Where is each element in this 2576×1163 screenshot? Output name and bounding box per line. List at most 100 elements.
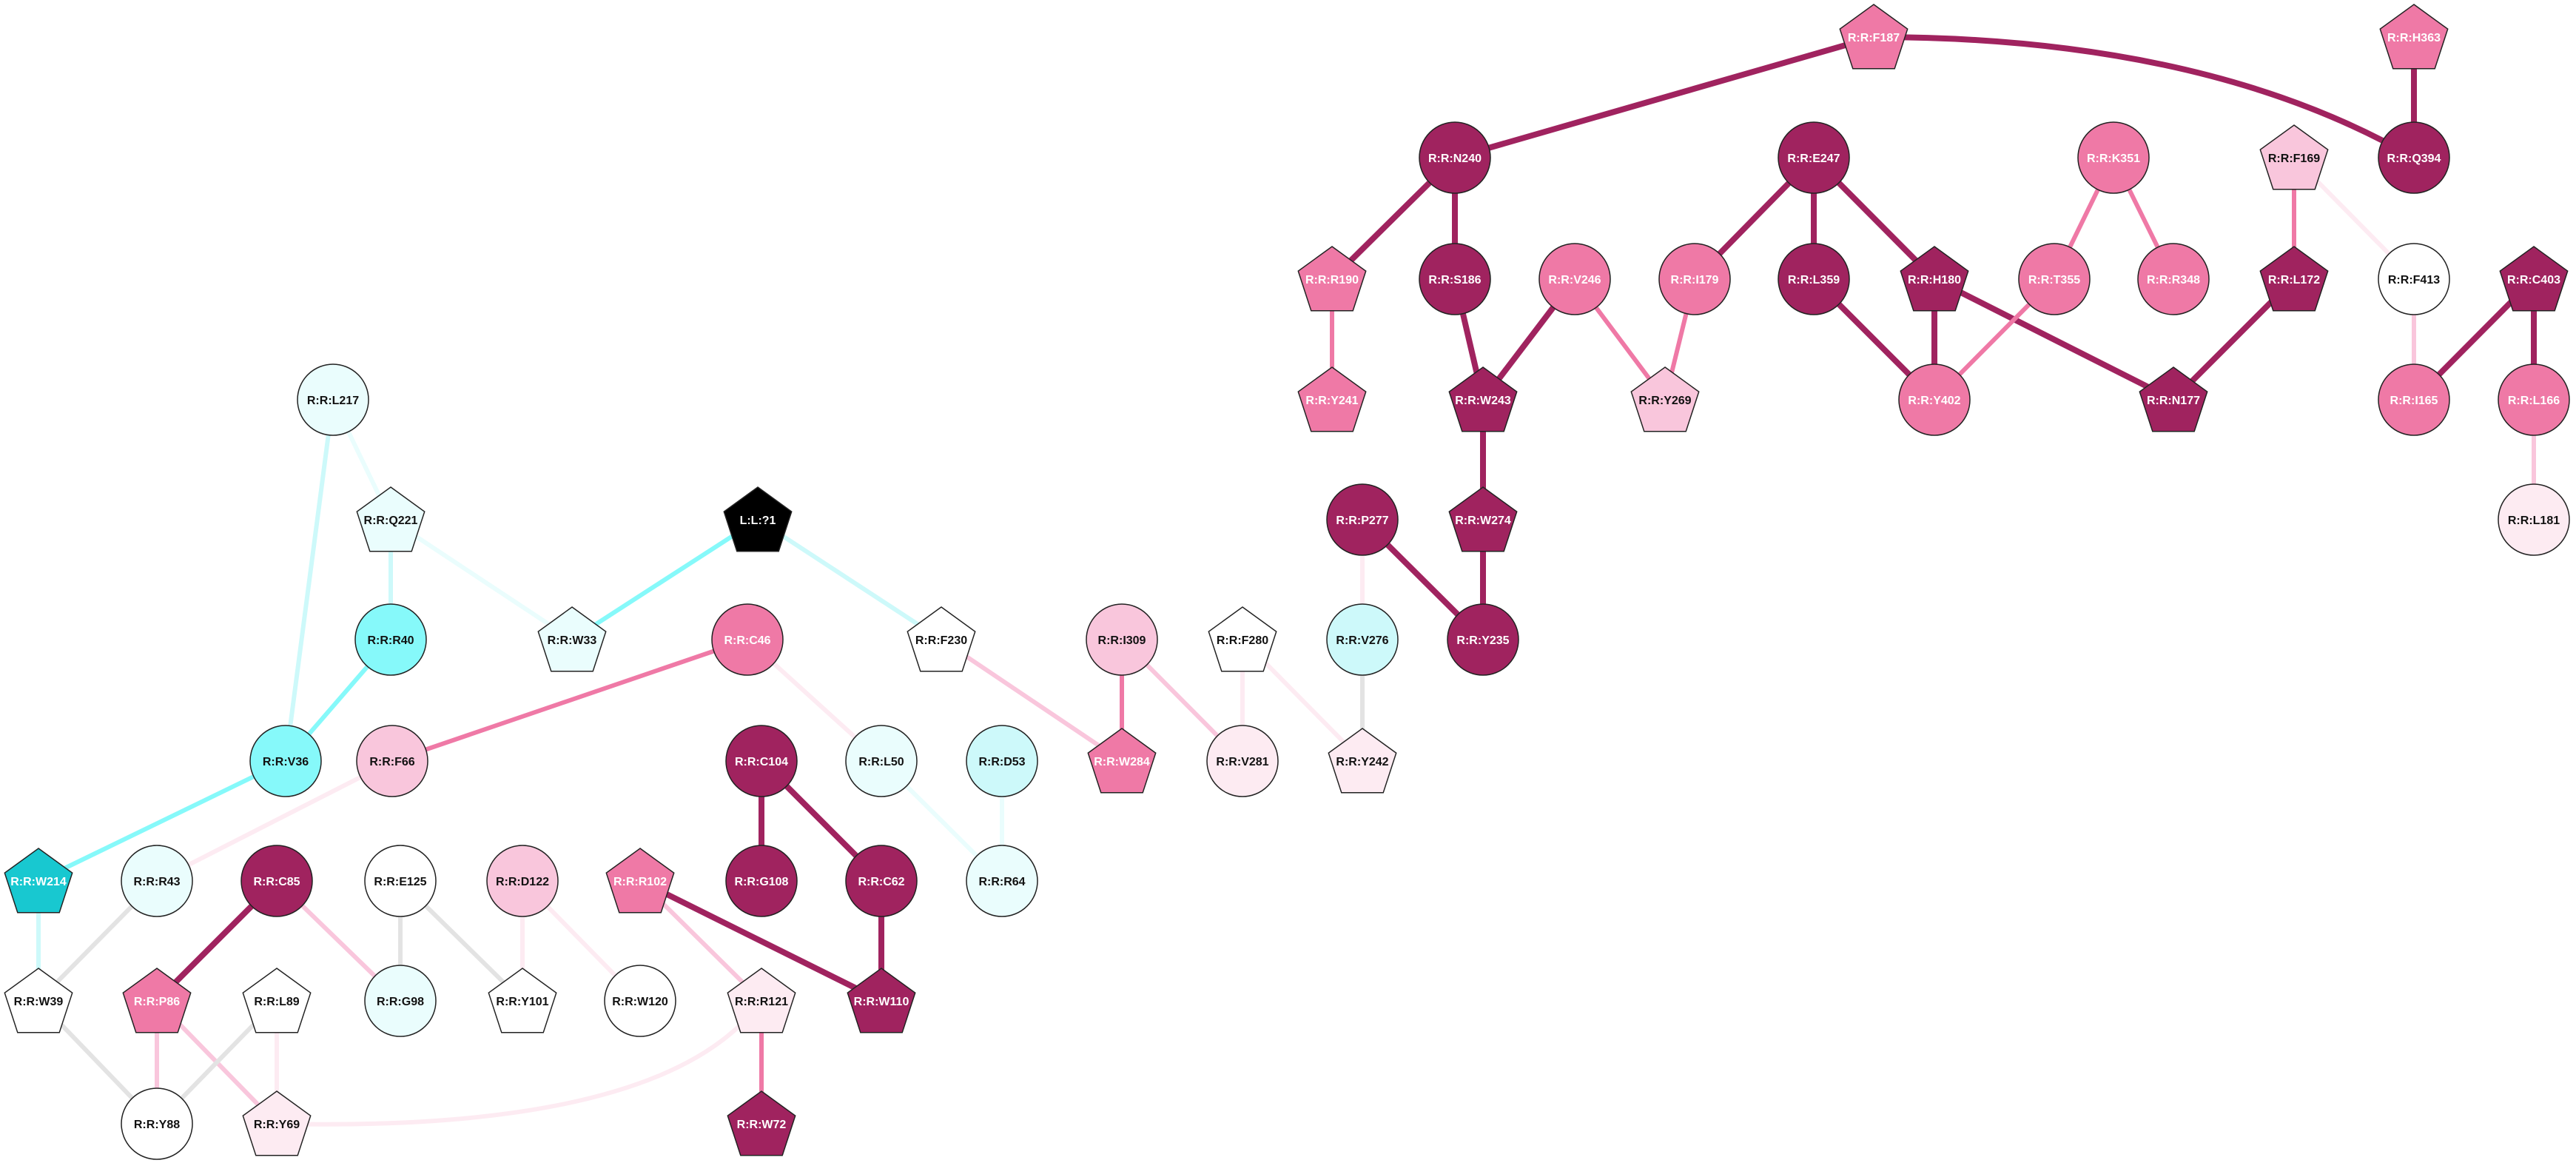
- node-r-r-y269: R:R:Y269: [1630, 366, 1700, 432]
- node-r-r-r121: R:R:R121: [727, 968, 796, 1033]
- node-label: R:R:W274: [1455, 515, 1511, 527]
- node-label: R:R:C62: [858, 876, 904, 888]
- circle-icon: [364, 965, 437, 1037]
- edge-l-l-1-to-r-r-w33: [571, 517, 759, 642]
- node-label: R:R:Q221: [364, 515, 418, 527]
- node-r-r-y69: R:R:Y69: [242, 1090, 312, 1156]
- circle-icon: [2378, 363, 2450, 436]
- node-label: R:R:Y88: [134, 1119, 180, 1131]
- pentagon-icon: [4, 968, 73, 1033]
- node-r-r-p277: R:R:P277: [1326, 483, 1399, 556]
- pentagon-icon: [723, 486, 793, 552]
- pentagon-icon: [242, 968, 312, 1033]
- edge-r-r-c46-to-r-r-f66: [391, 637, 748, 763]
- circle-icon: [2378, 243, 2450, 315]
- node-r-r-v36: R:R:V36: [249, 725, 322, 797]
- circle-icon: [364, 845, 437, 917]
- pentagon-icon: [1208, 606, 1277, 672]
- node-r-r-w214: R:R:W214: [4, 848, 73, 914]
- node-r-r-l50: R:R:L50: [845, 725, 918, 797]
- circle-icon: [1447, 603, 1519, 676]
- node-r-r-w110: R:R:W110: [847, 968, 916, 1033]
- circle-icon: [356, 725, 428, 797]
- node-label: R:R:F413: [2388, 274, 2440, 286]
- node-label: R:R:G108: [735, 876, 789, 888]
- edge-r-r-h180-to-r-r-n177: [1933, 276, 2175, 403]
- node-r-r-f66: R:R:F66: [356, 725, 428, 797]
- node-r-r-l181: R:R:L181: [2498, 483, 2570, 556]
- node-label: R:R:F169: [2268, 153, 2320, 165]
- node-label: R:R:W39: [14, 996, 64, 1008]
- node-label: R:R:C403: [2507, 274, 2560, 286]
- node-r-r-d53: R:R:D53: [966, 725, 1038, 797]
- node-r-r-c46: R:R:C46: [711, 603, 784, 676]
- node-label: R:R:Q394: [2387, 153, 2441, 165]
- circle-icon: [725, 845, 798, 917]
- pentagon-icon: [1900, 246, 1969, 312]
- circle-icon: [2137, 243, 2210, 315]
- node-label: R:R:R40: [367, 634, 414, 647]
- pentagon-icon: [2259, 246, 2329, 312]
- node-r-r-f413: R:R:F413: [2378, 243, 2450, 315]
- node-label: R:R:L166: [2508, 395, 2560, 407]
- circle-icon: [711, 603, 784, 676]
- node-label: R:R:Y101: [496, 996, 548, 1008]
- edge-r-r-f187-to-r-r-n240: [1453, 34, 1875, 161]
- node-label: R:R:Y69: [254, 1119, 300, 1131]
- node-label: R:R:Y242: [1336, 756, 1388, 768]
- circle-icon: [2018, 243, 2091, 315]
- node-label: R:R:R43: [133, 876, 180, 888]
- node-label: R:R:F66: [369, 756, 414, 768]
- node-r-r-e247: R:R:E247: [1778, 121, 1850, 194]
- pentagon-icon: [1297, 246, 1367, 312]
- node-r-r-r348: R:R:R348: [2137, 243, 2210, 315]
- node-label: R:R:W120: [612, 996, 668, 1008]
- circle-icon: [725, 725, 798, 797]
- node-r-r-l89: R:R:L89: [242, 968, 312, 1033]
- circle-icon: [1326, 483, 1399, 556]
- node-r-r-t355: R:R:T355: [2018, 243, 2091, 315]
- node-label: R:R:L359: [1788, 274, 1840, 286]
- pentagon-icon: [537, 606, 607, 672]
- node-r-r-y402: R:R:Y402: [1898, 363, 1971, 436]
- node-r-r-c62: R:R:C62: [845, 845, 918, 917]
- node-label: R:R:F187: [1848, 32, 1900, 44]
- node-label: R:R:Y241: [1305, 395, 1358, 407]
- pentagon-icon: [2379, 4, 2449, 70]
- node-r-r-i309: R:R:I309: [1086, 603, 1158, 676]
- node-r-r-w243: R:R:W243: [1448, 366, 1518, 432]
- pentagon-icon: [1448, 486, 1518, 552]
- node-r-r-p86: R:R:P86: [122, 968, 192, 1033]
- circle-icon: [604, 965, 676, 1037]
- pentagon-icon: [242, 1090, 312, 1156]
- node-label: R:R:N177: [2147, 395, 2200, 407]
- circle-icon: [845, 845, 918, 917]
- circle-icon: [2378, 121, 2450, 194]
- node-r-r-y235: R:R:Y235: [1447, 603, 1519, 676]
- circle-icon: [1206, 725, 1279, 797]
- node-label: R:R:F280: [1217, 634, 1268, 647]
- node-r-r-l359: R:R:L359: [1778, 243, 1850, 315]
- pentagon-icon: [2139, 366, 2208, 432]
- pentagon-icon: [847, 968, 916, 1033]
- node-label: R:R:L89: [254, 996, 299, 1008]
- node-r-r-i165: R:R:I165: [2378, 363, 2450, 436]
- node-r-r-v281: R:R:V281: [1206, 725, 1279, 797]
- pentagon-icon: [1328, 728, 1397, 794]
- node-label: R:R:G98: [377, 996, 424, 1008]
- node-label: R:R:V281: [1216, 756, 1268, 768]
- edge-r-r-f187-to-r-r-q394: [1873, 34, 2416, 161]
- node-label: R:R:N240: [1428, 153, 1482, 165]
- node-label: R:R:Y235: [1456, 634, 1509, 647]
- node-r-r-s186: R:R:S186: [1419, 243, 1491, 315]
- circle-icon: [249, 725, 322, 797]
- node-r-r-r102: R:R:R102: [605, 848, 675, 914]
- node-label: L:L:?1: [740, 515, 776, 527]
- node-r-r-l172: R:R:L172: [2259, 246, 2329, 312]
- node-label: R:R:P277: [1336, 515, 1388, 527]
- node-label: R:R:I309: [1098, 634, 1146, 647]
- circle-icon: [1419, 121, 1491, 194]
- node-r-r-k351: R:R:K351: [2077, 121, 2150, 194]
- node-r-r-c85: R:R:C85: [241, 845, 313, 917]
